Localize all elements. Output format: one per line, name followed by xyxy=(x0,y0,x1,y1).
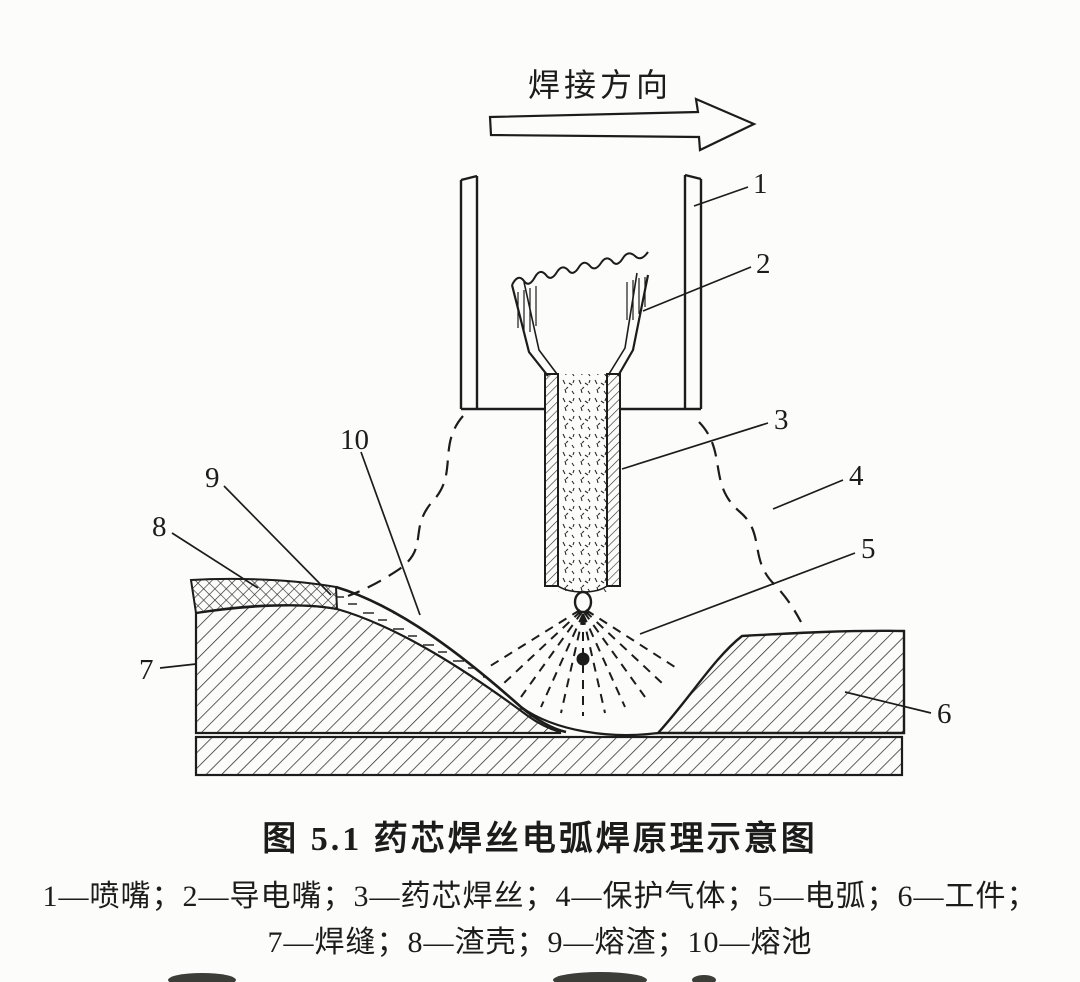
contact-tip xyxy=(510,251,650,377)
callout-6: 6 xyxy=(937,698,952,730)
callout-5: 5 xyxy=(861,533,876,565)
callout-2: 2 xyxy=(756,248,771,280)
leader-7 xyxy=(159,663,197,669)
molten-slag-layer xyxy=(336,587,566,732)
callout-10: 10 xyxy=(340,424,369,456)
leader-lines xyxy=(159,186,932,714)
nozzle xyxy=(459,173,703,411)
weld-pool-line xyxy=(520,706,659,737)
base-plate xyxy=(194,735,904,777)
slag-surface-line xyxy=(335,585,567,734)
callout-1: 1 xyxy=(753,168,768,200)
welding-direction-label: 焊接方向 xyxy=(528,67,672,103)
callout-4: 4 xyxy=(849,460,864,492)
slag-crust xyxy=(189,577,339,615)
arc-spot xyxy=(576,652,590,666)
contact-tip-striations xyxy=(517,277,646,332)
callout-8: 8 xyxy=(152,511,167,543)
leader-8 xyxy=(171,532,259,589)
flux-core xyxy=(558,374,607,592)
shielding-gas-left xyxy=(347,415,464,598)
scan-artifact xyxy=(553,972,647,982)
leader-6 xyxy=(844,691,932,714)
leader-10 xyxy=(360,451,421,616)
contact-tip-torn-edge xyxy=(511,251,649,286)
wire-wall-right xyxy=(606,373,621,587)
leader-2 xyxy=(642,266,752,312)
scan-artifact xyxy=(168,973,236,982)
leader-1 xyxy=(693,186,749,207)
scan-artifacts xyxy=(168,972,716,982)
figure-caption: 图 5.1 药芯焊丝电弧焊原理示意图 xyxy=(262,820,818,858)
arc xyxy=(486,609,679,716)
workpiece xyxy=(189,577,906,777)
callout-3: 3 xyxy=(774,404,789,436)
leader-4 xyxy=(772,479,844,510)
figure-legend-line2: 7—焊缝；8—渣壳；9—熔渣；10—熔池 xyxy=(268,926,813,959)
leader-9 xyxy=(223,485,332,596)
welding-direction-arrow-icon xyxy=(488,97,757,152)
callout-numbers: 1 2 3 4 5 6 7 8 9 10 xyxy=(139,168,952,730)
molten-droplet xyxy=(573,590,593,614)
scan-artifact xyxy=(692,975,716,982)
wire-wall-left xyxy=(544,373,559,587)
leader-5 xyxy=(639,552,856,635)
leader-3 xyxy=(621,422,769,470)
figure-legend-line1: 1—喷嘴；2—导电嘴；3—药芯焊丝；4—保护气体；5—电弧；6—工件； xyxy=(43,880,1038,913)
callout-9: 9 xyxy=(205,462,220,494)
shielding-gas-right xyxy=(698,421,802,623)
flux-cored-wire xyxy=(544,373,621,614)
workpiece-right-block xyxy=(655,629,906,735)
callout-7: 7 xyxy=(139,654,154,686)
